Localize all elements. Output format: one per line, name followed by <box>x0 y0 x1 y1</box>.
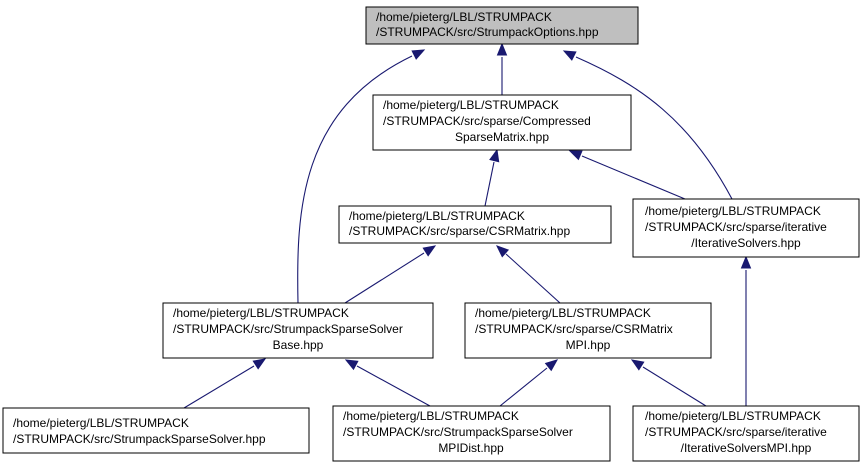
node-box <box>332 405 611 462</box>
node-label-line: /home/pieterg/LBL/STRUMPACK <box>13 416 189 430</box>
node-label-line: /home/pieterg/LBL/STRUMPACK <box>645 204 821 218</box>
edge-line <box>642 366 707 407</box>
node-label-line: /home/pieterg/LBL/STRUMPACK <box>383 98 559 112</box>
node-csr-matrix[interactable]: /home/pieterg/LBL/STRUMPACK /STRUMPACK/s… <box>338 205 612 244</box>
node-label-line: /STRUMPACK/src/sparse/iterative <box>645 220 827 234</box>
node-label-line: Base.hpp <box>273 338 324 352</box>
edge-arrowhead <box>740 255 752 269</box>
node-label-line: SparseMatrix.hpp <box>455 130 549 144</box>
edge-arrowhead <box>630 359 645 371</box>
edge-solverbase-to-options <box>297 49 426 304</box>
node-label-line: /STRUMPACK/src/StrumpackSparseSolver <box>343 425 573 439</box>
node-label-line: /STRUMPACK/src/sparse/Compressed <box>383 114 591 128</box>
node-label-line: /home/pieterg/LBL/STRUMPACK <box>645 409 821 423</box>
node-label-line: /STRUMPACK/src/StrumpackOptions.hpp <box>376 25 599 39</box>
node-label-line: /home/pieterg/LBL/STRUMPACK <box>349 209 525 223</box>
node-label-line: MPI.hpp <box>566 338 611 352</box>
edge-csrmatrix-to-compressed <box>484 148 500 207</box>
node-box <box>2 407 310 454</box>
graph-edges <box>183 42 752 409</box>
edge-iterativempi-to-csrmpi <box>630 359 707 407</box>
node-box <box>365 6 639 45</box>
edge-line <box>581 155 686 200</box>
edge-arrowhead <box>496 245 510 258</box>
edge-solverbase-to-csrmatrix <box>344 245 437 304</box>
edge-arrowhead <box>422 245 437 257</box>
node-label-line: /home/pieterg/LBL/STRUMPACK <box>173 306 349 320</box>
edge-csrmpi-to-csrmatrix <box>496 245 561 304</box>
node-label-line: /home/pieterg/LBL/STRUMPACK <box>343 409 519 423</box>
node-csr-matrix-mpi[interactable]: /home/pieterg/LBL/STRUMPACK /STRUMPACK/s… <box>464 302 712 359</box>
edge-mpidist-to-solverbase <box>344 359 431 407</box>
node-box <box>464 302 712 359</box>
node-label-line: /STRUMPACK/src/StrumpackSparseSolver.hpp <box>13 432 266 446</box>
node-label-line: /IterativeSolversMPI.hpp <box>681 441 812 455</box>
edge-line <box>505 253 561 304</box>
node-box <box>338 205 612 244</box>
edge-line <box>183 365 255 409</box>
edge-line <box>499 367 548 407</box>
node-strumpack-sparse-solver[interactable]: /home/pieterg/LBL/STRUMPACK /STRUMPACK/s… <box>2 407 310 454</box>
edge-compressed-to-options <box>496 42 508 95</box>
edge-arrowhead <box>252 358 267 370</box>
node-strumpack-options[interactable]: /home/pieterg/LBL/STRUMPACK /STRUMPACK/s… <box>365 6 639 45</box>
edge-line <box>575 56 733 200</box>
edge-arrowhead <box>411 49 426 60</box>
edge-line <box>484 161 495 207</box>
node-box <box>632 405 860 462</box>
node-label-line: /STRUMPACK/src/sparse/CSRMatrix.hpp <box>349 224 570 238</box>
node-strumpack-sparse-solver-mpidist[interactable]: /home/pieterg/LBL/STRUMPACK /STRUMPACK/s… <box>332 405 611 462</box>
edge-line <box>297 55 413 304</box>
node-iterative-solvers[interactable]: /home/pieterg/LBL/STRUMPACK /STRUMPACK/s… <box>632 198 860 258</box>
edge-solver-to-solverbase <box>183 358 267 409</box>
node-iterative-solvers-mpi[interactable]: /home/pieterg/LBL/STRUMPACK /STRUMPACK/s… <box>632 405 860 462</box>
node-label-line: /home/pieterg/LBL/STRUMPACK <box>475 306 651 320</box>
edge-iterative-to-compressed <box>568 150 686 200</box>
node-compressed-sparse-matrix[interactable]: /home/pieterg/LBL/STRUMPACK /STRUMPACK/s… <box>372 94 632 151</box>
edge-iterativempi-to-iterative <box>740 255 752 406</box>
edge-arrowhead <box>344 359 359 371</box>
edge-arrowhead <box>489 148 500 163</box>
node-label-line: /home/pieterg/LBL/STRUMPACK <box>376 10 552 24</box>
node-box <box>162 302 434 359</box>
edge-line <box>344 252 425 304</box>
node-label-line: /STRUMPACK/src/sparse/iterative <box>645 425 827 439</box>
edge-iterative-to-options <box>562 50 733 200</box>
node-box <box>372 94 632 151</box>
node-label-line: /IterativeSolvers.hpp <box>691 236 801 250</box>
edge-arrowhead <box>544 359 559 372</box>
node-label-line: MPIDist.hpp <box>438 441 504 455</box>
edge-arrowhead <box>568 150 583 161</box>
edge-mpidist-to-csrmpi <box>499 359 559 407</box>
node-strumpack-sparse-solver-base[interactable]: /home/pieterg/LBL/STRUMPACK /STRUMPACK/s… <box>162 302 434 359</box>
node-label-line: /STRUMPACK/src/StrumpackSparseSolver <box>173 322 403 336</box>
edge-line <box>356 365 431 407</box>
edge-arrowhead <box>496 42 508 56</box>
node-box <box>632 198 860 258</box>
node-label-line: /STRUMPACK/src/sparse/CSRMatrix <box>475 322 673 336</box>
edge-arrowhead <box>562 50 577 61</box>
